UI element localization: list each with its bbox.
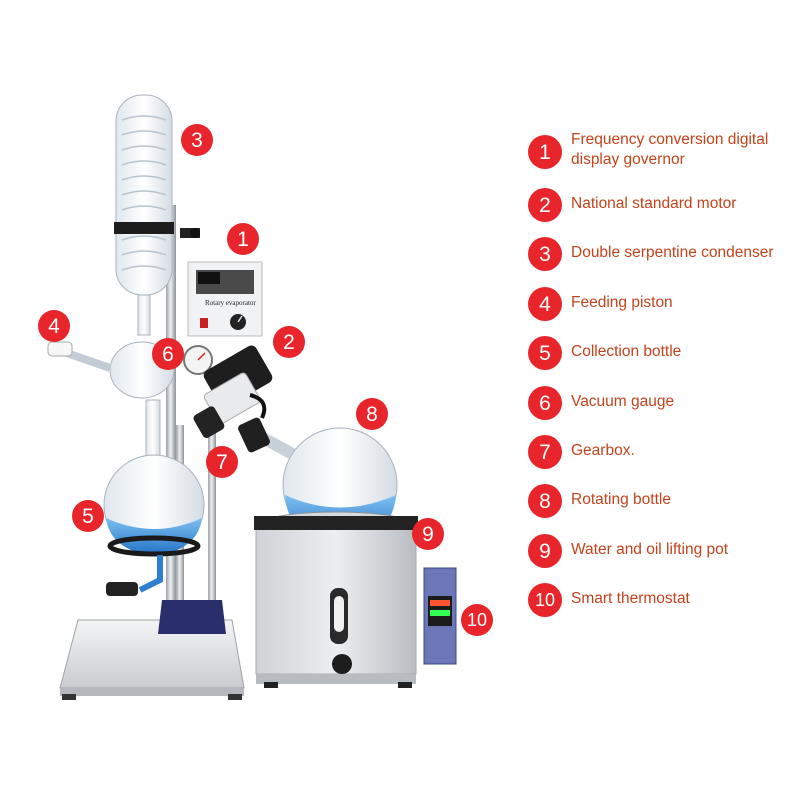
legend-badge: 9 — [528, 534, 562, 568]
legend-badge: 8 — [528, 484, 562, 518]
legend-badge: 2 — [528, 188, 562, 222]
legend-badge: 7 — [528, 435, 562, 469]
legend-label: Rotating bottle — [571, 491, 671, 508]
legend-badge: 1 — [528, 135, 562, 169]
motor-gearbox — [193, 345, 273, 438]
callout-3: 3 — [181, 124, 213, 156]
legend-label: Collection bottle — [571, 343, 682, 360]
legend-badge: 4 — [528, 287, 562, 321]
legend-label: Vacuum gauge — [571, 393, 675, 410]
legend-label: Gearbox. — [571, 442, 635, 459]
callout-9: 9 — [412, 518, 444, 550]
legend-label: Smart thermostat — [571, 590, 690, 607]
callout-1: 1 — [227, 223, 259, 255]
panel-label: Rotary evaporator — [205, 299, 256, 307]
legend-label: Frequency conversion digital display gov… — [571, 131, 769, 168]
legend-label: Feeding piston — [571, 294, 673, 311]
control-box: Rotary evaporator — [187, 261, 263, 337]
collection-flask — [103, 399, 205, 596]
heating-bath — [254, 511, 418, 688]
legend-badge: 5 — [528, 336, 562, 370]
callout-4: 4 — [38, 310, 70, 342]
thermostat-unit — [423, 567, 457, 665]
condenser-glass — [47, 94, 175, 399]
callout-5: 5 — [72, 500, 104, 532]
callout-10: 10 — [461, 604, 493, 636]
legend-label: Water and oil lifting pot — [571, 541, 729, 558]
legend-label: Double serpentine condenser — [571, 244, 774, 261]
legend-badge: 6 — [528, 386, 562, 420]
vacuum-gauge — [183, 345, 213, 375]
base-plate — [59, 619, 245, 700]
legend-badge: 10 — [528, 583, 562, 617]
callout-2: 2 — [273, 326, 305, 358]
legend-label: National standard motor — [571, 195, 737, 212]
callout-6: 6 — [152, 338, 184, 370]
callout-8: 8 — [356, 398, 388, 430]
callout-7: 7 — [206, 446, 238, 478]
legend-badge: 3 — [528, 237, 562, 271]
